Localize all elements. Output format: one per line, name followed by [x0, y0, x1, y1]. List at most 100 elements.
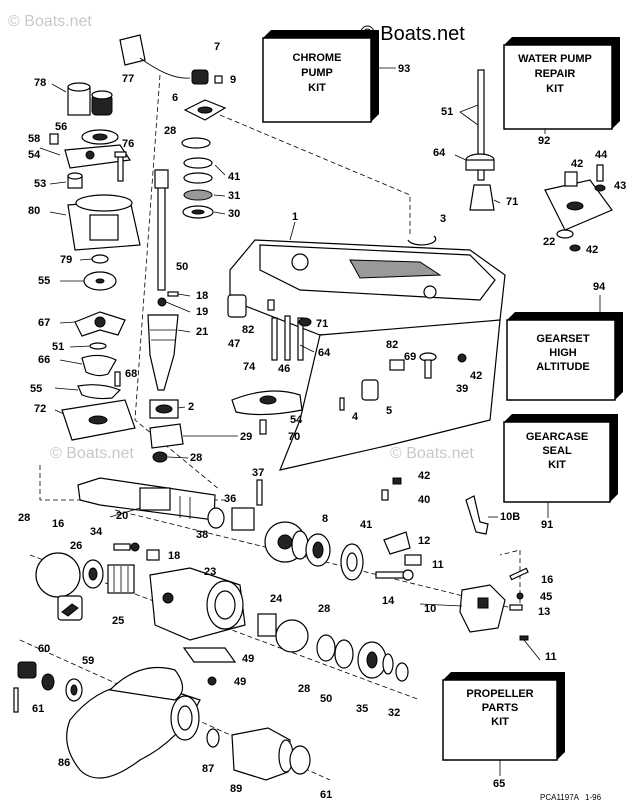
pinion-22[interactable]	[147, 314, 179, 391]
gearcase-housing[interactable]	[229, 239, 506, 471]
washer-67b[interactable]	[41, 673, 55, 691]
propeller-87[interactable]	[66, 666, 201, 779]
bearing-33[interactable]	[182, 205, 214, 219]
screw-64[interactable]	[49, 133, 59, 145]
pin-20[interactable]	[167, 291, 179, 297]
forward-gear[interactable]	[264, 521, 309, 563]
bearing-8[interactable]	[305, 533, 331, 567]
screw-84[interactable]	[114, 151, 127, 182]
cam-51[interactable]	[227, 294, 247, 318]
nut-31[interactable]	[152, 451, 168, 463]
washer-43b[interactable]	[183, 172, 213, 184]
callout-28a: 28	[18, 512, 30, 524]
pin-75[interactable]	[114, 371, 121, 387]
bearing-carrier-24[interactable]	[149, 567, 246, 641]
screw-41a[interactable]	[457, 353, 467, 363]
plate-63[interactable]	[83, 271, 117, 291]
kit-box-chrome-pump[interactable]: CHROME PUMP KIT	[262, 30, 379, 123]
grommet-71[interactable]	[465, 153, 495, 171]
impeller-housing-83[interactable]	[67, 194, 141, 251]
ring-40[interactable]	[207, 507, 225, 529]
washer-43a[interactable]	[183, 157, 213, 169]
lever-11[interactable]	[465, 495, 489, 535]
sleeve-86[interactable]	[67, 82, 91, 116]
seal-6[interactable]	[183, 99, 227, 121]
clutch-38[interactable]	[231, 507, 255, 531]
snap-ring[interactable]	[407, 235, 437, 246]
kit-box-gearset[interactable]: GEARSET HIGH ALTITUDE	[506, 312, 623, 401]
grommet-85[interactable]	[91, 90, 113, 116]
prop-shaft-18[interactable]	[77, 477, 216, 521]
thrust-hub-90[interactable]	[231, 727, 294, 781]
gasket-62[interactable]	[77, 384, 122, 400]
screw-77[interactable]	[259, 419, 267, 435]
plate-52[interactable]	[182, 647, 237, 663]
ring-35[interactable]	[395, 662, 409, 682]
seal-78[interactable]	[298, 317, 312, 327]
callout-29: 28	[164, 125, 176, 137]
nut-67[interactable]	[17, 661, 37, 679]
bearing-26[interactable]	[107, 564, 135, 594]
kit-box-propeller[interactable]: PROPELLER PARTS KIT	[442, 672, 565, 761]
trim-tab-60[interactable]	[231, 390, 303, 416]
pin-10b[interactable]	[519, 635, 529, 641]
grommet-58[interactable]	[67, 172, 83, 189]
pin-16[interactable]	[509, 567, 529, 581]
pump-cover-59[interactable]	[64, 144, 132, 169]
washer-89[interactable]	[206, 728, 220, 748]
clip-bracket[interactable]	[119, 34, 191, 79]
plug-72[interactable]	[419, 352, 437, 379]
washer-46[interactable]	[569, 244, 581, 252]
grommet-7[interactable]	[191, 69, 209, 85]
pin-4[interactable]	[339, 397, 345, 411]
group-outline-drive-shaft	[134, 74, 221, 491]
kit-box-gearcase-seal[interactable]: GEARCASE SEAL KIT	[503, 414, 618, 503]
pin-49[interactable]	[516, 592, 524, 600]
grommet-23[interactable]	[556, 229, 574, 239]
seal-76[interactable]	[469, 184, 495, 211]
bearing-2[interactable]	[149, 399, 179, 419]
washer-69[interactable]	[289, 745, 311, 775]
washer-54[interactable]	[334, 639, 354, 669]
washer-47[interactable]	[594, 184, 606, 192]
cradle-10[interactable]	[459, 584, 506, 633]
retainer-19[interactable]	[146, 549, 160, 561]
ring-29[interactable]	[181, 137, 211, 149]
shift-bracket-14[interactable]	[383, 531, 411, 555]
kit-box-water-pump[interactable]: WATER PUMP REPAIR KIT	[503, 37, 620, 130]
washer-34[interactable]	[183, 189, 213, 201]
screw-41b[interactable]	[381, 489, 389, 501]
cover-45[interactable]	[544, 171, 613, 231]
screw-48[interactable]	[596, 164, 604, 182]
gear-32[interactable]	[149, 423, 184, 449]
cotter-68[interactable]	[13, 687, 19, 713]
screw-36[interactable]	[113, 542, 140, 552]
screw-9[interactable]	[214, 75, 223, 84]
screw-42b[interactable]	[392, 477, 402, 485]
screws-80[interactable]	[271, 315, 304, 361]
key-57[interactable]	[89, 342, 107, 350]
pin-15[interactable]	[375, 569, 414, 581]
washer-44[interactable]	[340, 543, 364, 581]
drive-shaft-55[interactable]	[154, 169, 169, 291]
shift-rod-82a[interactable]	[267, 299, 275, 311]
detent-12[interactable]	[509, 604, 523, 611]
bearing-30[interactable]	[316, 634, 336, 662]
plate-61[interactable]	[81, 129, 119, 145]
seal-81[interactable]	[91, 254, 109, 264]
bearing-25[interactable]	[257, 613, 277, 637]
ring-21[interactable]	[157, 297, 167, 307]
seal-27[interactable]	[82, 559, 104, 589]
pivot-13[interactable]	[404, 554, 422, 566]
o-ring-28a[interactable]	[35, 552, 81, 598]
o-ring-28b[interactable]	[275, 619, 309, 653]
spacer-66[interactable]	[65, 678, 83, 702]
anode-5[interactable]	[361, 379, 379, 401]
impeller-74[interactable]	[74, 311, 126, 337]
gasket-73[interactable]	[81, 354, 117, 377]
callout-22: 21	[196, 326, 208, 338]
reverse-gear-37[interactable]	[357, 641, 394, 679]
plate-79[interactable]	[61, 399, 136, 441]
screw-53[interactable]	[207, 676, 217, 686]
pin-39[interactable]	[256, 479, 263, 506]
